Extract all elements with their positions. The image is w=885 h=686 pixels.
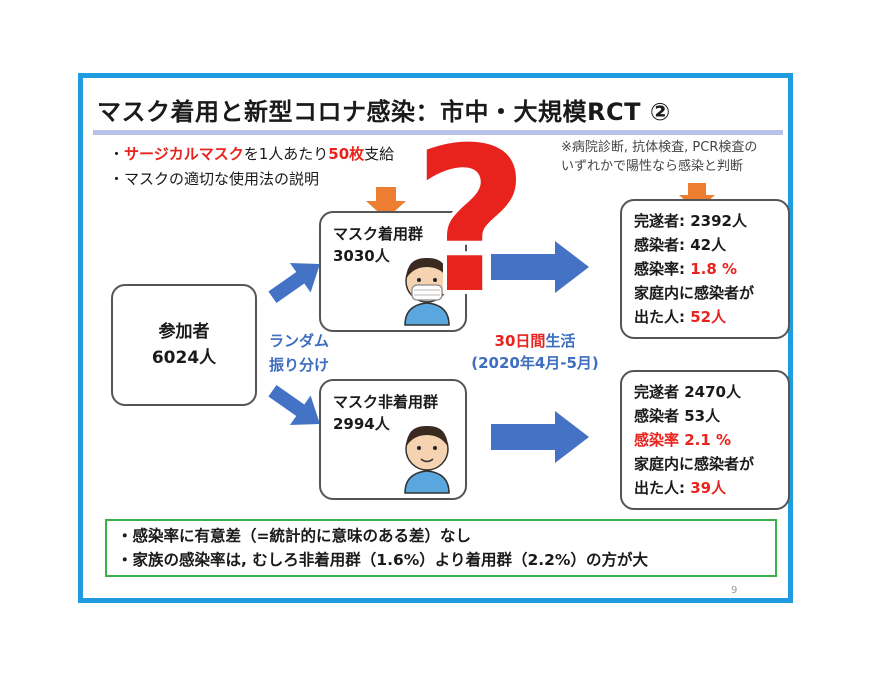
completed-count: 完遂者 2470人 — [634, 383, 741, 401]
title-underline — [93, 130, 783, 135]
participants-count: 6024人 — [151, 348, 217, 368]
slide-title: マスク着用と新型コロナ感染：市中・大規模RCT ② — [97, 98, 671, 126]
infected-count: 感染者: 42人 — [634, 236, 727, 254]
bullet-item: ・サージカルマスクを1人あたり50枚支給 — [109, 145, 395, 163]
study-period: 30日間生活 (2020年4月-5月) — [471, 332, 599, 372]
infected-count: 感染者 53人 — [634, 407, 721, 425]
conclusion-item: ・感染率に有意差（=統計的に意味のある差）なし — [117, 527, 471, 545]
no-mask-group-box: マスク非着用群 2994人 — [319, 379, 467, 500]
orange-down-arrow-right — [679, 183, 715, 211]
blue-arrow-right-top — [491, 241, 589, 293]
family-infection-line: 家庭内に感染者が — [634, 284, 755, 302]
family-infection-line: 家庭内に感染者が — [634, 455, 755, 473]
question-mark-icon: ? — [409, 105, 533, 338]
infection-rate: 感染率: 1.8 % — [634, 260, 738, 278]
diagnosis-note: ※病院診断, 抗体検査, PCR検査の いずれかで陽性なら感染と判断 — [561, 140, 758, 174]
page-number: 9 — [731, 585, 738, 596]
mask-group-box: マスク着用群 3030人 — [319, 211, 467, 332]
group-name: マスク着用群 — [333, 225, 424, 243]
mask-group-results: 完遂者: 2392人 感染者: 42人 感染率: 1.8 % 家庭内に感染者が … — [620, 199, 790, 339]
blue-arrow-up-right — [268, 262, 320, 303]
conclusion-box: ・感染率に有意差（=統計的に意味のある差）なし ・家族の感染率は, むしろ非着用… — [105, 519, 777, 577]
family-infection-count: 出た人: 39人 — [634, 479, 727, 497]
group-count: 3030人 — [333, 247, 390, 265]
group-name: マスク非着用群 — [333, 393, 439, 411]
participants-box: 参加者 6024人 — [111, 284, 257, 406]
person-with-mask-icon — [404, 257, 450, 326]
bullet-list: ・サージカルマスクを1人あたり50枚支給 ・マスクの適切な使用法の説明 — [109, 142, 394, 192]
participants-label: 参加者 — [158, 322, 210, 342]
person-without-mask-icon — [404, 425, 450, 494]
bullet-item: ・マスクの適切な使用法の説明 — [109, 170, 320, 188]
blue-arrow-down-right — [268, 385, 320, 426]
slide: マスク着用と新型コロナ感染：市中・大規模RCT ② ・サージカルマスクを1人あた… — [78, 73, 793, 603]
conclusion-item: ・家族の感染率は, むしろ非着用群（1.6%）より着用群（2.2%）の方が大 — [117, 551, 648, 569]
infection-rate: 感染率 2.1 % — [634, 431, 732, 449]
randomization-label: ランダム 振り分け — [269, 332, 330, 374]
group-count: 2994人 — [333, 415, 390, 433]
family-infection-count: 出た人: 52人 — [634, 308, 727, 326]
no-mask-group-results: 完遂者 2470人 感染者 53人 感染率 2.1 % 家庭内に感染者が 出た人… — [620, 370, 790, 510]
orange-down-arrow-left — [366, 187, 406, 219]
blue-arrow-right-bottom — [491, 411, 589, 463]
completed-count: 完遂者: 2392人 — [634, 212, 747, 230]
